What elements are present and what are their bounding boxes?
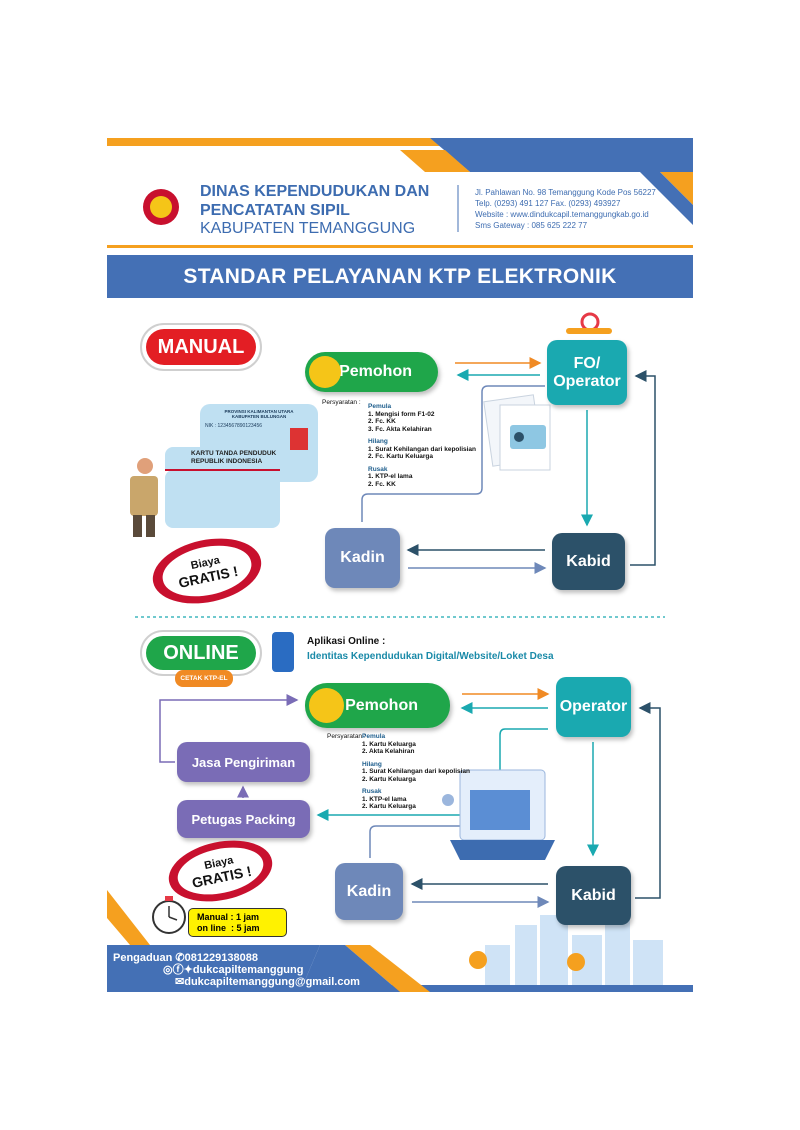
page-title: STANDAR PELAYANAN KTP ELEKTRONIK (107, 255, 693, 298)
requirement-item: 1. KTP-el lama (368, 473, 413, 480)
requirement-item: 1. KTP-el lama (362, 795, 407, 803)
cetak-ktp-badge: CETAK KTP-EL (175, 670, 233, 687)
pemohon-icon (309, 688, 344, 723)
online-badge: ONLINE (140, 630, 262, 676)
shipping-box: Jasa Pengiriman (177, 742, 310, 782)
online-kabid: Kabid (556, 866, 631, 925)
requirement-group-title: Hilang (368, 438, 388, 445)
manual-kadin: Kadin (325, 528, 400, 588)
email-icon: ✉ (175, 976, 185, 988)
online-label: ONLINE (146, 636, 256, 670)
manual-requirements-label: Persyaratan : (322, 399, 361, 406)
online-requirements-label: Persyaratan : (327, 733, 366, 740)
requirement-group-title: Hilang (362, 760, 382, 768)
requirement-item: 1. Mengisi form F1-02 (368, 410, 435, 418)
requirement-group-title: Pemula (362, 733, 386, 740)
requirement-item: 1. Surat Kehilangan dari kepolisian (368, 445, 477, 453)
manual-operator: FO/Operator (547, 340, 627, 405)
requirement-item: 2. Kartu Keluarga (362, 803, 416, 810)
online-pemohon: Pemohon (305, 683, 450, 728)
requirement-group-title: Pemula (368, 403, 392, 410)
id-card-front: KARTU TANDA PENDUDUK REPUBLIK INDONESIA (165, 447, 280, 471)
complaint-info: Pengaduan ✆081229138088 ◎ⓕ✦dukcapilteman… (113, 952, 360, 988)
manual-label: MANUAL (146, 329, 256, 365)
org-line3: KABUPATEN TEMANGGUNG (200, 220, 416, 237)
org-name: DINAS KEPENDUDUKAN DAN PENCATATAN SIPIL … (200, 182, 429, 238)
manual-pemohon: Pemohon (305, 352, 438, 392)
requirement-item: 1. Kartu Keluarga (362, 740, 416, 748)
org-line1: DINAS KEPENDUDUKAN DAN (200, 183, 430, 200)
requirement-item: 2. Fc. KK (368, 418, 396, 425)
requirement-item: 1. Surat Kehilangan dari kepolisian (362, 768, 471, 775)
requirement-item: 2. Kartu Keluarga (362, 775, 416, 783)
requirement-item: 2. Fc. KK (368, 480, 396, 488)
whatsapp-icon: ✆ (175, 952, 185, 964)
manual-badge: MANUAL (140, 323, 262, 371)
contact-info: Jl. Pahlawan No. 98 Temanggung Kode Pos … (475, 187, 656, 231)
requirement-group-title: Rusak (368, 465, 388, 473)
processing-time: Manual : 1 jam on line : 5 jam (188, 908, 287, 937)
photo (290, 428, 308, 450)
requirement-item: 3. Fc. Akta Kelahiran (368, 425, 432, 433)
requirement-group-title: Rusak (362, 788, 382, 795)
online-operator: Operator (556, 677, 631, 737)
requirement-item: 2. Akta Kelahiran (362, 748, 415, 755)
social-icons: ◎ⓕ✦ (163, 964, 193, 976)
phone-app-icon (272, 632, 294, 672)
org-line2: PENCATATAN SIPIL (200, 202, 350, 219)
sms-gateway: Sms Gateway : 085 625 222 77 (475, 221, 588, 230)
address: Jl. Pahlawan No. 98 Temanggung Kode Pos … (475, 188, 656, 197)
app-desc: Identitas Kependudukan Digital/Website/L… (307, 651, 554, 662)
packing-box: Petugas Packing (177, 800, 310, 838)
pemohon-icon (309, 356, 341, 388)
website: Website : www.dindukcapil.temanggungkab.… (475, 210, 649, 219)
app-title: Aplikasi Online : (307, 636, 386, 647)
requirement-item: 2. Fc. Kartu Keluarga (368, 453, 434, 460)
online-kadin: Kadin (335, 863, 403, 920)
manual-kabid: Kabid (552, 533, 625, 590)
phone: Telp. (0293) 491 127 Fax. (0293) 493927 (475, 199, 621, 208)
